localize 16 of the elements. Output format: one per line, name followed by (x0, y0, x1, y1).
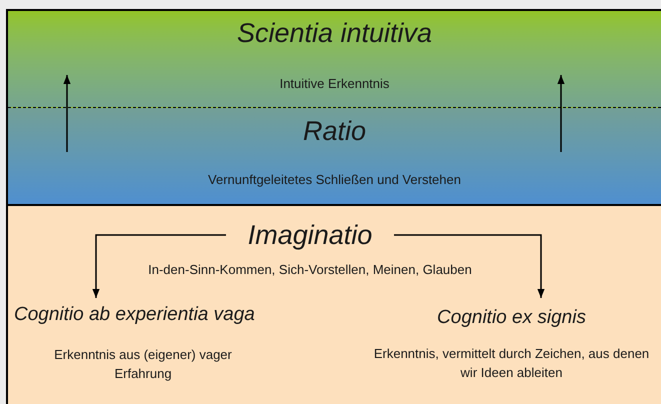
arrow (394, 234, 545, 298)
heading-text: Ratio (302, 115, 368, 148)
description-text: Erkenntnis, vermittelt durch Zeichen, aus denen wir Ideen ableiten (372, 345, 650, 382)
description-text: Erkenntnis aus (eigener) vager Erfahrung (53, 346, 233, 383)
heading-text: Scientia intuitiva (236, 17, 434, 50)
description-text: In-den-Sinn-Kommen, Sich-Vorstellen, Meinen, Glauben (147, 261, 473, 279)
heading-text: Cognitio ex signis (436, 306, 587, 330)
description-text: Vernunftgeleitetes Schließen und Verstehen (207, 171, 462, 189)
gradient-band (8, 11, 661, 108)
heading-text: Cognitio ab experientia vaga (13, 303, 256, 327)
description-text: Intuitive Erkenntnis (278, 75, 390, 93)
arrow (557, 75, 565, 152)
heading-text: Imaginatio (246, 219, 374, 252)
arrow (92, 234, 226, 298)
gradient-band (8, 108, 661, 204)
arrow (63, 75, 71, 152)
